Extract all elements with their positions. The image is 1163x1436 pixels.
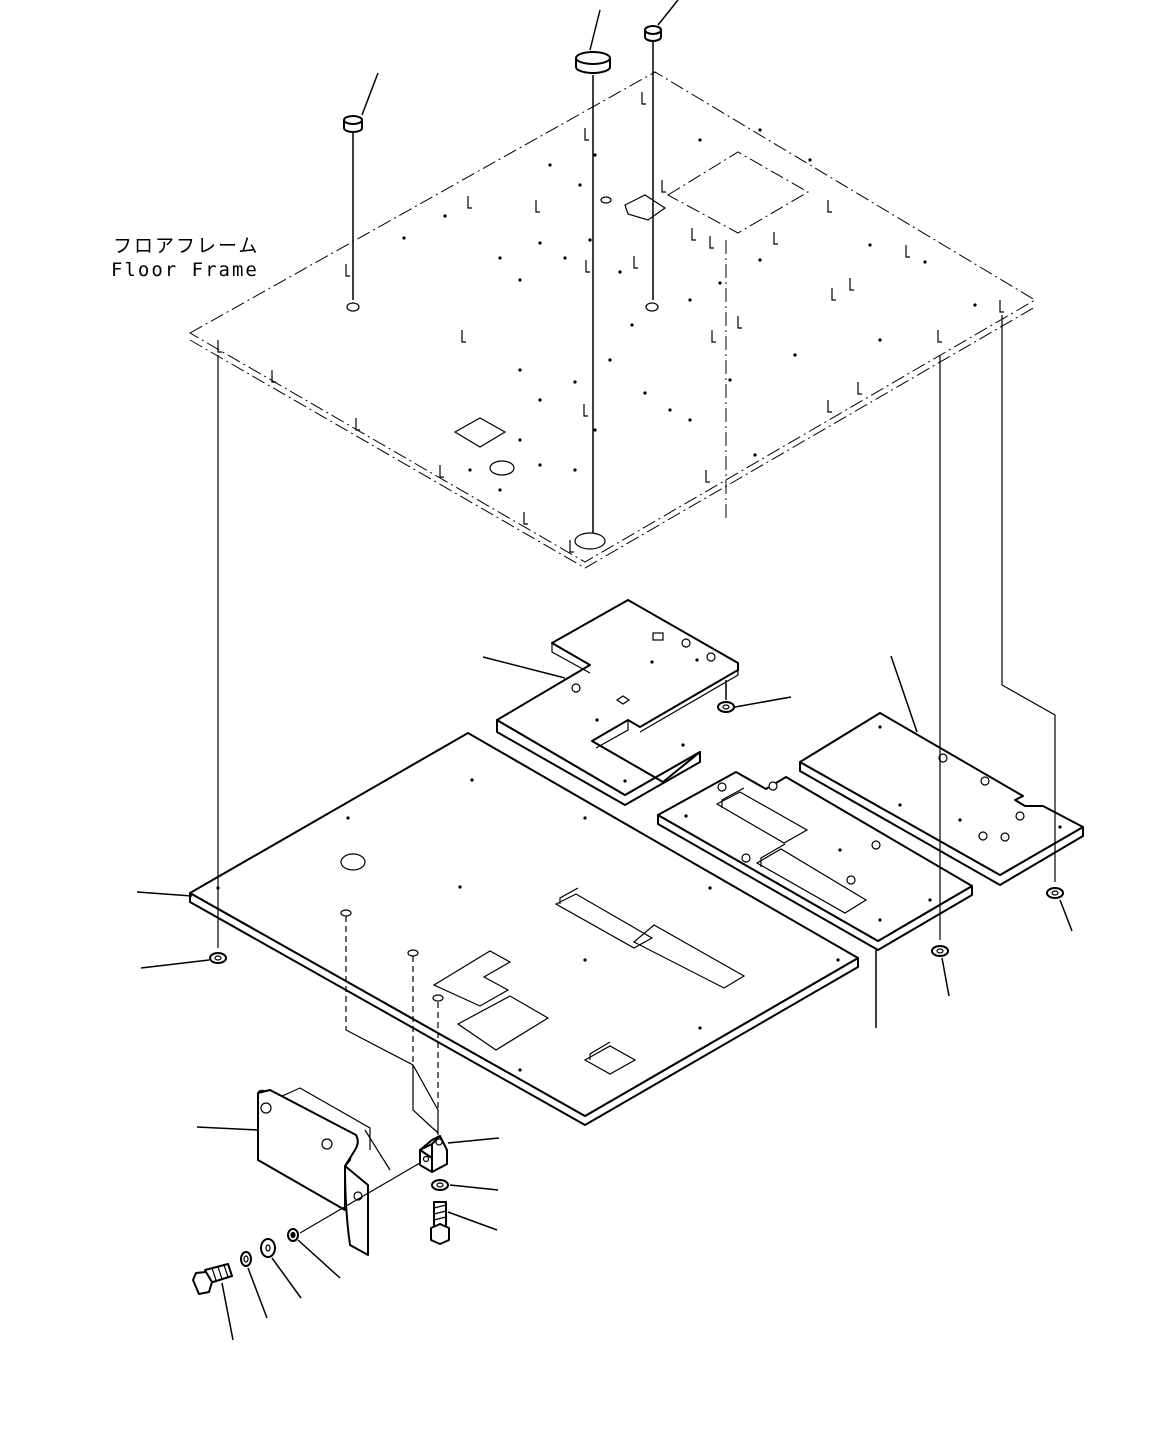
alignment-lines <box>217 315 1056 1110</box>
floor-frame <box>188 71 1036 569</box>
frame-clips <box>217 92 1004 553</box>
floor-mat-main <box>136 732 859 1126</box>
washer <box>140 696 1073 997</box>
bolt <box>192 1179 499 1341</box>
floor-mat-right-rear <box>799 655 1084 886</box>
cover-plate <box>196 1087 426 1256</box>
bracket <box>345 1029 500 1173</box>
floor-mat-upper <box>482 599 739 806</box>
floor-frame-label-jp: フロアフレーム <box>113 235 260 257</box>
grommet-cap <box>343 0 679 533</box>
floor-mat-right-middle <box>657 771 973 1028</box>
floor-frame-label-en: Floor Frame <box>111 259 259 281</box>
frame-holes <box>402 128 977 492</box>
